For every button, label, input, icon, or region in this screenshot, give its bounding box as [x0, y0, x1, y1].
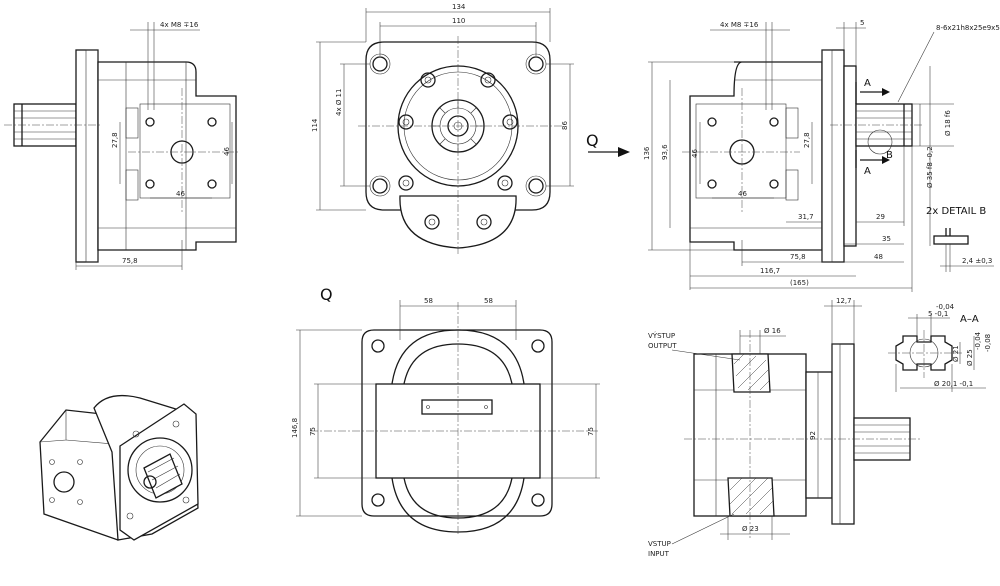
q-58-right-dim: 58	[484, 297, 493, 305]
side-section-view: VÝSTUP OUTPUT Ø 16 12,7 92 Ø 23 VSTUP IN…	[648, 297, 920, 558]
front-86-dim: 86	[561, 121, 569, 130]
aa-d25-dim: Ø 25	[966, 349, 974, 366]
left-27-8-dim: 27,8	[111, 132, 119, 148]
input-port-label-2: INPUT	[648, 550, 670, 558]
aa-20-1-dim: Ø 20,1 -0,1	[934, 380, 973, 388]
front-view: 134 110 114 4x Ø 11 86	[311, 3, 574, 256]
right-d18-dim: Ø 18 f6	[944, 110, 952, 136]
right-48-dim: 48	[874, 253, 883, 261]
output-port-label-2: OUTPUT	[648, 342, 677, 350]
detail-b-dim: 2,4 ±0,3	[962, 257, 992, 265]
right-d35-dim: Ø 35 f8 -0,2	[926, 146, 934, 188]
right-31-7-dim: 31,7	[798, 213, 814, 221]
left-side-view: 4x M8 ∓16 27,8 46 46 75,8	[4, 21, 240, 270]
detail-b-title: 2x DETAIL B	[926, 206, 986, 217]
view-q-title: Q	[320, 285, 333, 304]
left-46-v-dim: 46	[223, 147, 231, 156]
left-thread-dim: 4x M8 ∓16	[160, 21, 199, 29]
right-75-8-dim: 75,8	[790, 253, 806, 261]
side-12-7-dim: 12,7	[836, 297, 852, 305]
right-29-dim: 29	[876, 213, 885, 221]
front-110-dim: 110	[452, 17, 465, 25]
side-d16-dim: Ø 16	[764, 327, 781, 335]
right-93-6-dim: 93,6	[661, 144, 669, 160]
front-134-dim: 134	[452, 3, 466, 11]
right-165-dim: (165)	[790, 279, 809, 287]
left-75-8-dim: 75,8	[122, 257, 138, 265]
section-a-bottom-label: A	[864, 166, 871, 177]
section-aa-title: A–A	[960, 314, 979, 325]
side-92-dim: 92	[809, 431, 817, 440]
aa-5-dim: 5 -0,1	[928, 310, 948, 318]
right-27-8-dim: 27,8	[803, 132, 811, 148]
front-114-dim: 114	[311, 118, 319, 132]
spline-spec: 8-6x21h8x25e9x5	[936, 24, 1000, 32]
q-75-left-dim: 75	[309, 427, 317, 436]
left-46-h-dim: 46	[176, 190, 185, 198]
front-4xd11-dim: 4x Ø 11	[335, 89, 343, 116]
output-port-label-1: VÝSTUP	[648, 331, 675, 340]
right-thread-dim: 4x M8 ∓16	[720, 21, 759, 29]
isometric-view	[39, 394, 199, 541]
aa-d21-dim: Ø 21	[952, 345, 960, 362]
aa-tol-side-2: -0,08	[984, 334, 992, 352]
q-75-right-dim: 75	[587, 427, 595, 436]
right-35-dim: 35	[882, 235, 891, 243]
view-q-arrow: Q	[586, 131, 630, 157]
side-d23-dim: Ø 23	[742, 525, 759, 533]
section-a-a: A–A 5 -0,1 -0,04 Ø 21 Ø 25 -0,04 -0,08 Ø…	[888, 303, 992, 392]
view-q-arrow-label: Q	[586, 131, 599, 150]
right-136-dim: 136	[643, 146, 651, 160]
right-46-h-dim: 46	[738, 190, 747, 198]
detail-b: 2x DETAIL B 2,4 ±0,3	[926, 206, 994, 272]
aa-tol-top: -0,04	[936, 303, 955, 311]
input-port-label-1: VSTUP	[648, 540, 671, 548]
q-58-left-dim: 58	[424, 297, 433, 305]
right-46-dim: 46	[691, 149, 699, 158]
section-a-top-label: A	[864, 78, 871, 89]
aa-tol-side-1: -0,04	[974, 331, 982, 350]
front-bolt-holes	[398, 72, 518, 230]
right-116-7-dim: 116,7	[760, 267, 780, 275]
detail-b-marker: B	[886, 150, 893, 161]
right-side-view: A A B 4x M8 ∓16 5 8-6x21h8x25e9x5 136 93…	[643, 19, 1000, 292]
q-146-8-dim: 146,8	[291, 418, 299, 438]
view-q: Q 58 58 146,8 75 75	[291, 285, 600, 536]
right-5-dim: 5	[860, 19, 864, 27]
